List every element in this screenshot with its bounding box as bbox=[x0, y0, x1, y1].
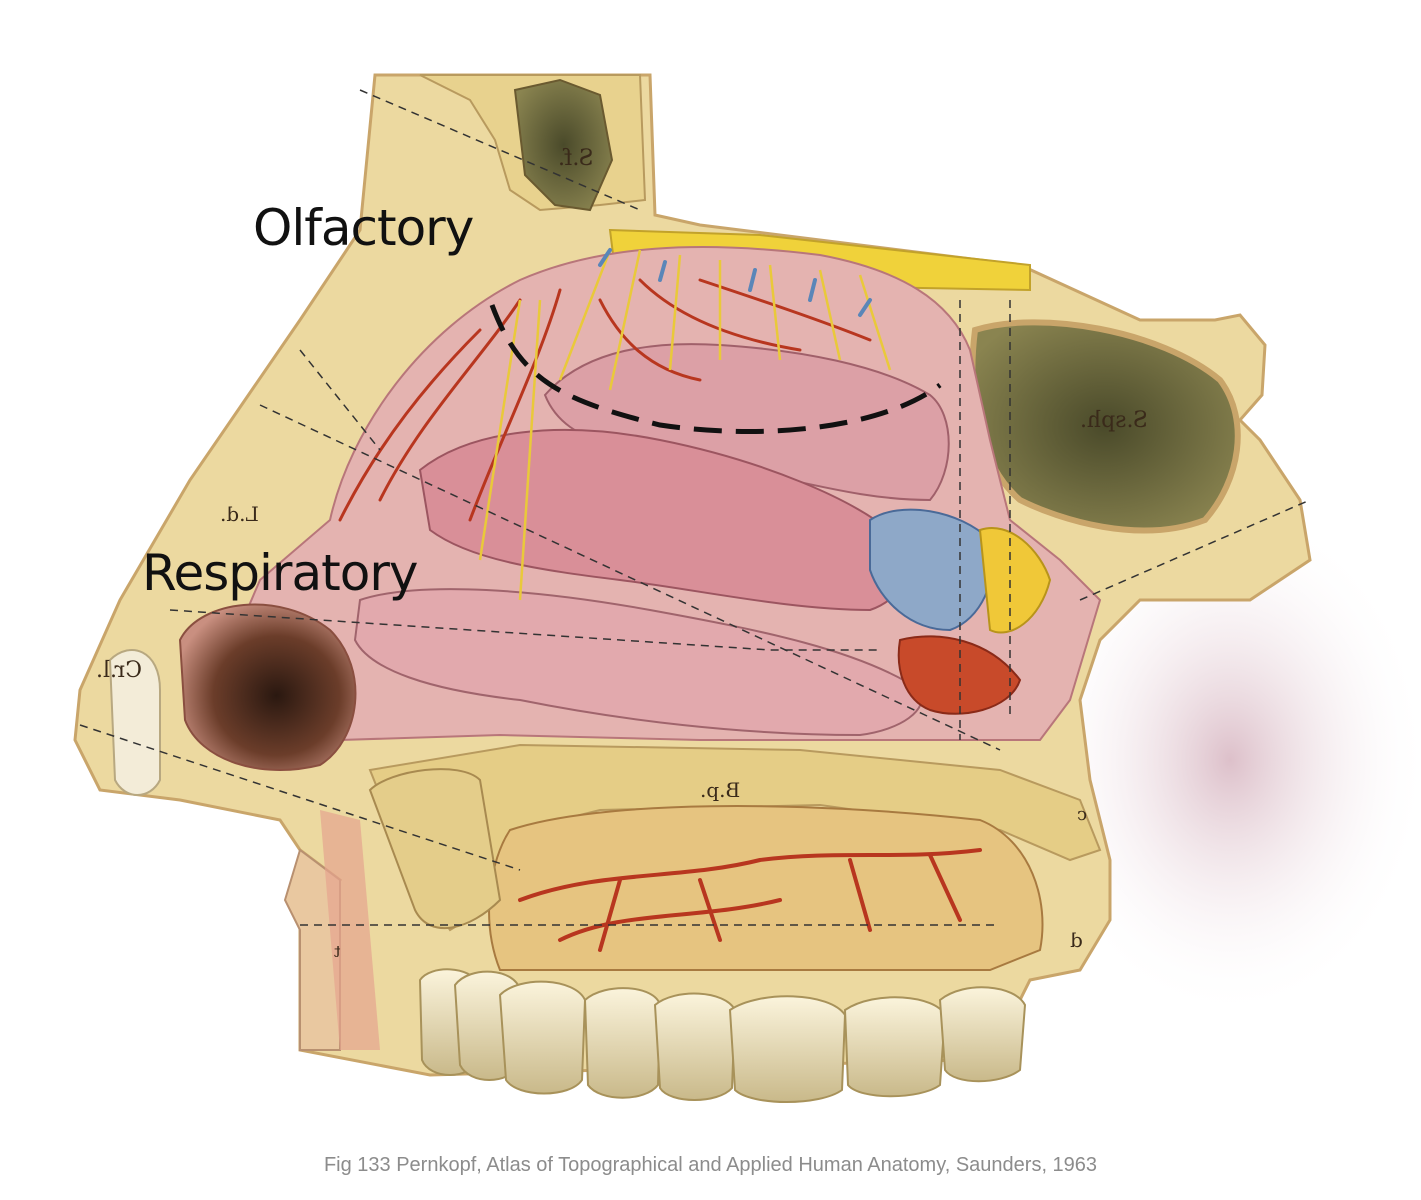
frontal-sinus-code: S.f. bbox=[558, 146, 594, 171]
nostril bbox=[178, 603, 357, 771]
pharynx-shadow bbox=[1030, 500, 1421, 1020]
olfactory-respiratory-boundary bbox=[489, 304, 942, 434]
inferior-turbinate bbox=[353, 588, 923, 737]
olfactory-veins bbox=[598, 248, 872, 317]
figure-caption: Fig 133 Pernkopf, Atlas of Topographical… bbox=[323, 1154, 1098, 1176]
upper-teeth bbox=[418, 968, 1027, 1103]
cartilage-code: Cr.l. bbox=[96, 658, 142, 683]
respiratory-region-label: Respiratory bbox=[142, 544, 418, 602]
code-d: d bbox=[1070, 928, 1083, 952]
pterygopalatine-region bbox=[869, 508, 1052, 715]
palate-code: B.p. bbox=[700, 778, 741, 802]
olfactory-nerves bbox=[478, 249, 892, 601]
lacrimal-duct-code: L.d. bbox=[220, 502, 259, 526]
alar-cartilage bbox=[108, 649, 161, 796]
sphenoid-sinus-code: S.sph. bbox=[1080, 408, 1148, 433]
code-t: t bbox=[334, 942, 341, 961]
code-c: c bbox=[1077, 804, 1088, 825]
nasal-arteries bbox=[338, 278, 872, 522]
palatal-mucosa bbox=[488, 805, 1044, 971]
frontal-sinus bbox=[513, 78, 614, 212]
reference-lines bbox=[79, 89, 1311, 926]
olfactory-region-label: Olfactory bbox=[253, 199, 474, 257]
orbicularis-muscle bbox=[320, 810, 380, 1050]
palatal-arteries bbox=[518, 848, 982, 952]
